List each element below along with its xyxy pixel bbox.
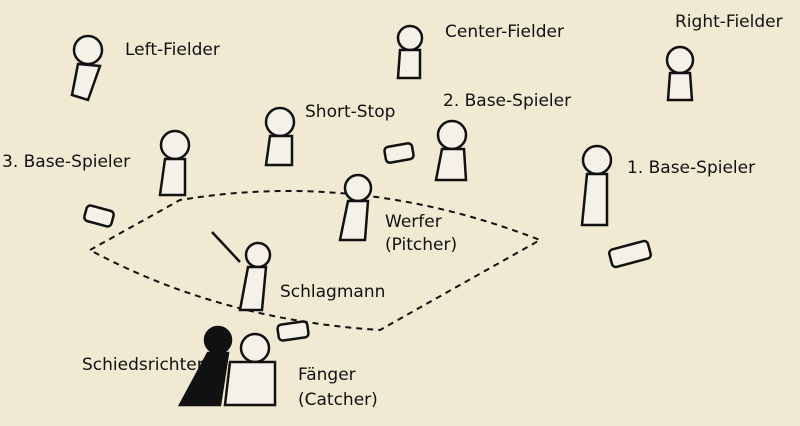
- third-base-bag: [83, 204, 115, 228]
- label-batter: Schlagmann: [280, 282, 386, 302]
- left-fielder-figure: [70, 34, 104, 102]
- infield-outline: [87, 190, 543, 332]
- label-catcher-en: (Catcher): [298, 390, 378, 410]
- label-umpire: Schiedsrichter: [82, 355, 204, 375]
- batter-figure: [211, 231, 272, 312]
- label-second-base: 2. Base-Spieler: [443, 91, 572, 111]
- label-pitcher: Werfer: [385, 212, 442, 232]
- label-left-fielder: Left-Fielder: [125, 40, 220, 60]
- label-catcher: Fänger: [298, 365, 356, 385]
- second-base-bag: [383, 142, 415, 164]
- second-base-figure: [434, 119, 468, 182]
- third-base-figure: [158, 129, 191, 197]
- catcher-figure: [223, 332, 277, 407]
- pitcher-figure: [338, 173, 373, 242]
- home-plate: [276, 320, 310, 342]
- label-first-base: 1. Base-Spieler: [627, 158, 756, 178]
- first-base-bag: [608, 239, 652, 269]
- center-fielder-figure: [396, 24, 424, 80]
- right-fielder-figure: [665, 45, 695, 102]
- short-stop-figure: [264, 106, 296, 167]
- label-third-base: 3. Base-Spieler: [2, 152, 131, 172]
- label-center-fielder: Center-Fielder: [445, 22, 564, 42]
- label-pitcher-en: (Pitcher): [385, 235, 458, 255]
- first-base-figure: [580, 144, 613, 227]
- label-right-fielder: Right-Fielder: [675, 12, 783, 32]
- umpire-figure: [177, 325, 233, 407]
- player-figures: [70, 24, 695, 407]
- label-short-stop: Short-Stop: [305, 102, 396, 122]
